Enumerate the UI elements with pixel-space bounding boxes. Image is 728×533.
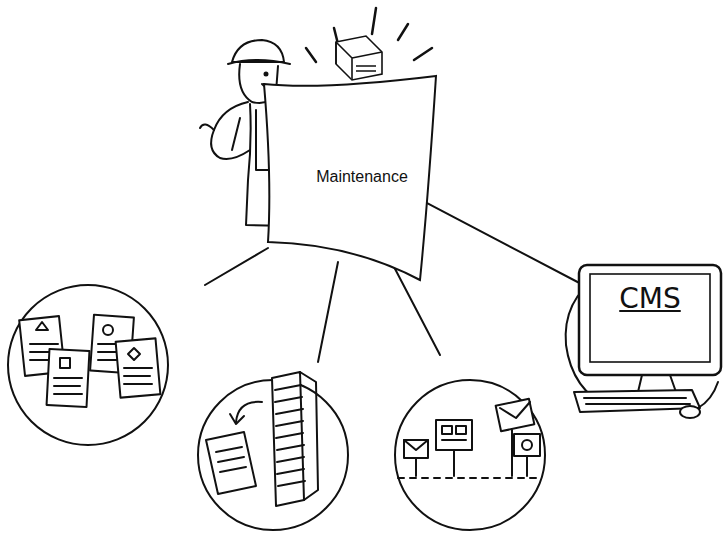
ray-line [205, 248, 268, 285]
server-icon [336, 36, 382, 80]
cms-monitor: CMS [578, 264, 722, 376]
screen-label: CMS [578, 282, 722, 315]
documents-circle [8, 285, 168, 445]
ray-line [318, 262, 338, 362]
ray-connector [420, 199, 578, 282]
sign-label: Maintenance [262, 168, 442, 186]
monitor-outline [578, 264, 722, 376]
communication-circle [395, 380, 545, 530]
maintenance-sign: Maintenance [262, 72, 442, 284]
archive-circle [198, 372, 348, 530]
